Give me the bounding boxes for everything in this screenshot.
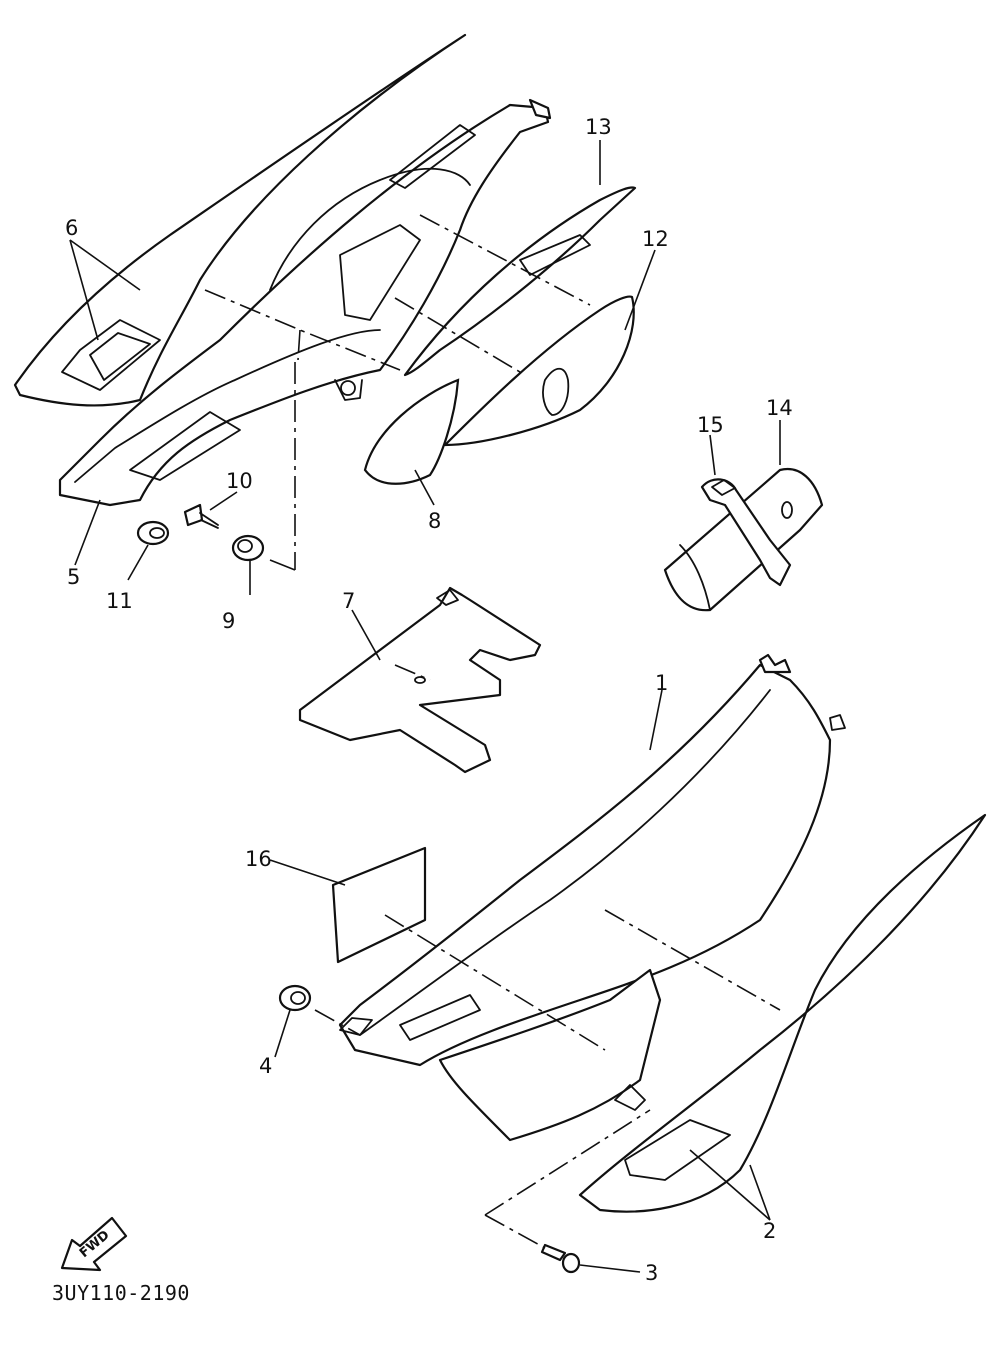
callout-4: 4 — [259, 1054, 272, 1078]
part-7-bracket-plate — [298, 586, 542, 774]
callout-8: 8 — [428, 509, 441, 533]
callout-9: 9 — [222, 609, 235, 633]
part-11-grommet — [136, 520, 170, 546]
drawing-code: 3UY110-2190 — [52, 1281, 190, 1305]
part-10-screw — [183, 503, 219, 529]
part-13-inner-panel — [403, 186, 637, 377]
callout-15: 15 — [697, 413, 724, 437]
callout-10: 10 — [226, 469, 253, 493]
part-16-label — [331, 846, 427, 964]
part-3-bolt — [540, 1243, 581, 1274]
part-8-pad — [363, 378, 460, 485]
callout-labels: 1 2 3 4 5 6 7 8 9 10 11 12 13 14 15 16 — [65, 115, 793, 1285]
part-1-side-cover-lower — [338, 653, 846, 1142]
part-6-side-cover-upper — [13, 33, 467, 407]
part-12-side-panel — [443, 295, 635, 447]
callout-14: 14 — [766, 396, 793, 420]
part-5-frame-cover — [58, 98, 552, 507]
callout-3: 3 — [645, 1261, 658, 1285]
part-9-collar — [231, 534, 265, 562]
callout-13: 13 — [585, 115, 612, 139]
callout-7: 7 — [342, 589, 355, 613]
part-14-tool-bag — [663, 467, 824, 612]
part-4-grommet — [278, 984, 312, 1012]
forward-arrow-icon: FWD — [60, 1216, 128, 1272]
callout-6: 6 — [65, 216, 78, 240]
callout-16: 16 — [245, 847, 272, 871]
assembly-lines — [204, 214, 781, 1249]
callout-11: 11 — [106, 589, 133, 613]
callout-1: 1 — [655, 671, 668, 695]
callout-2: 2 — [763, 1219, 776, 1243]
callout-12: 12 — [642, 227, 669, 251]
leader-lines — [69, 140, 781, 1273]
callout-5: 5 — [67, 565, 80, 589]
part-15-strap — [700, 478, 792, 587]
